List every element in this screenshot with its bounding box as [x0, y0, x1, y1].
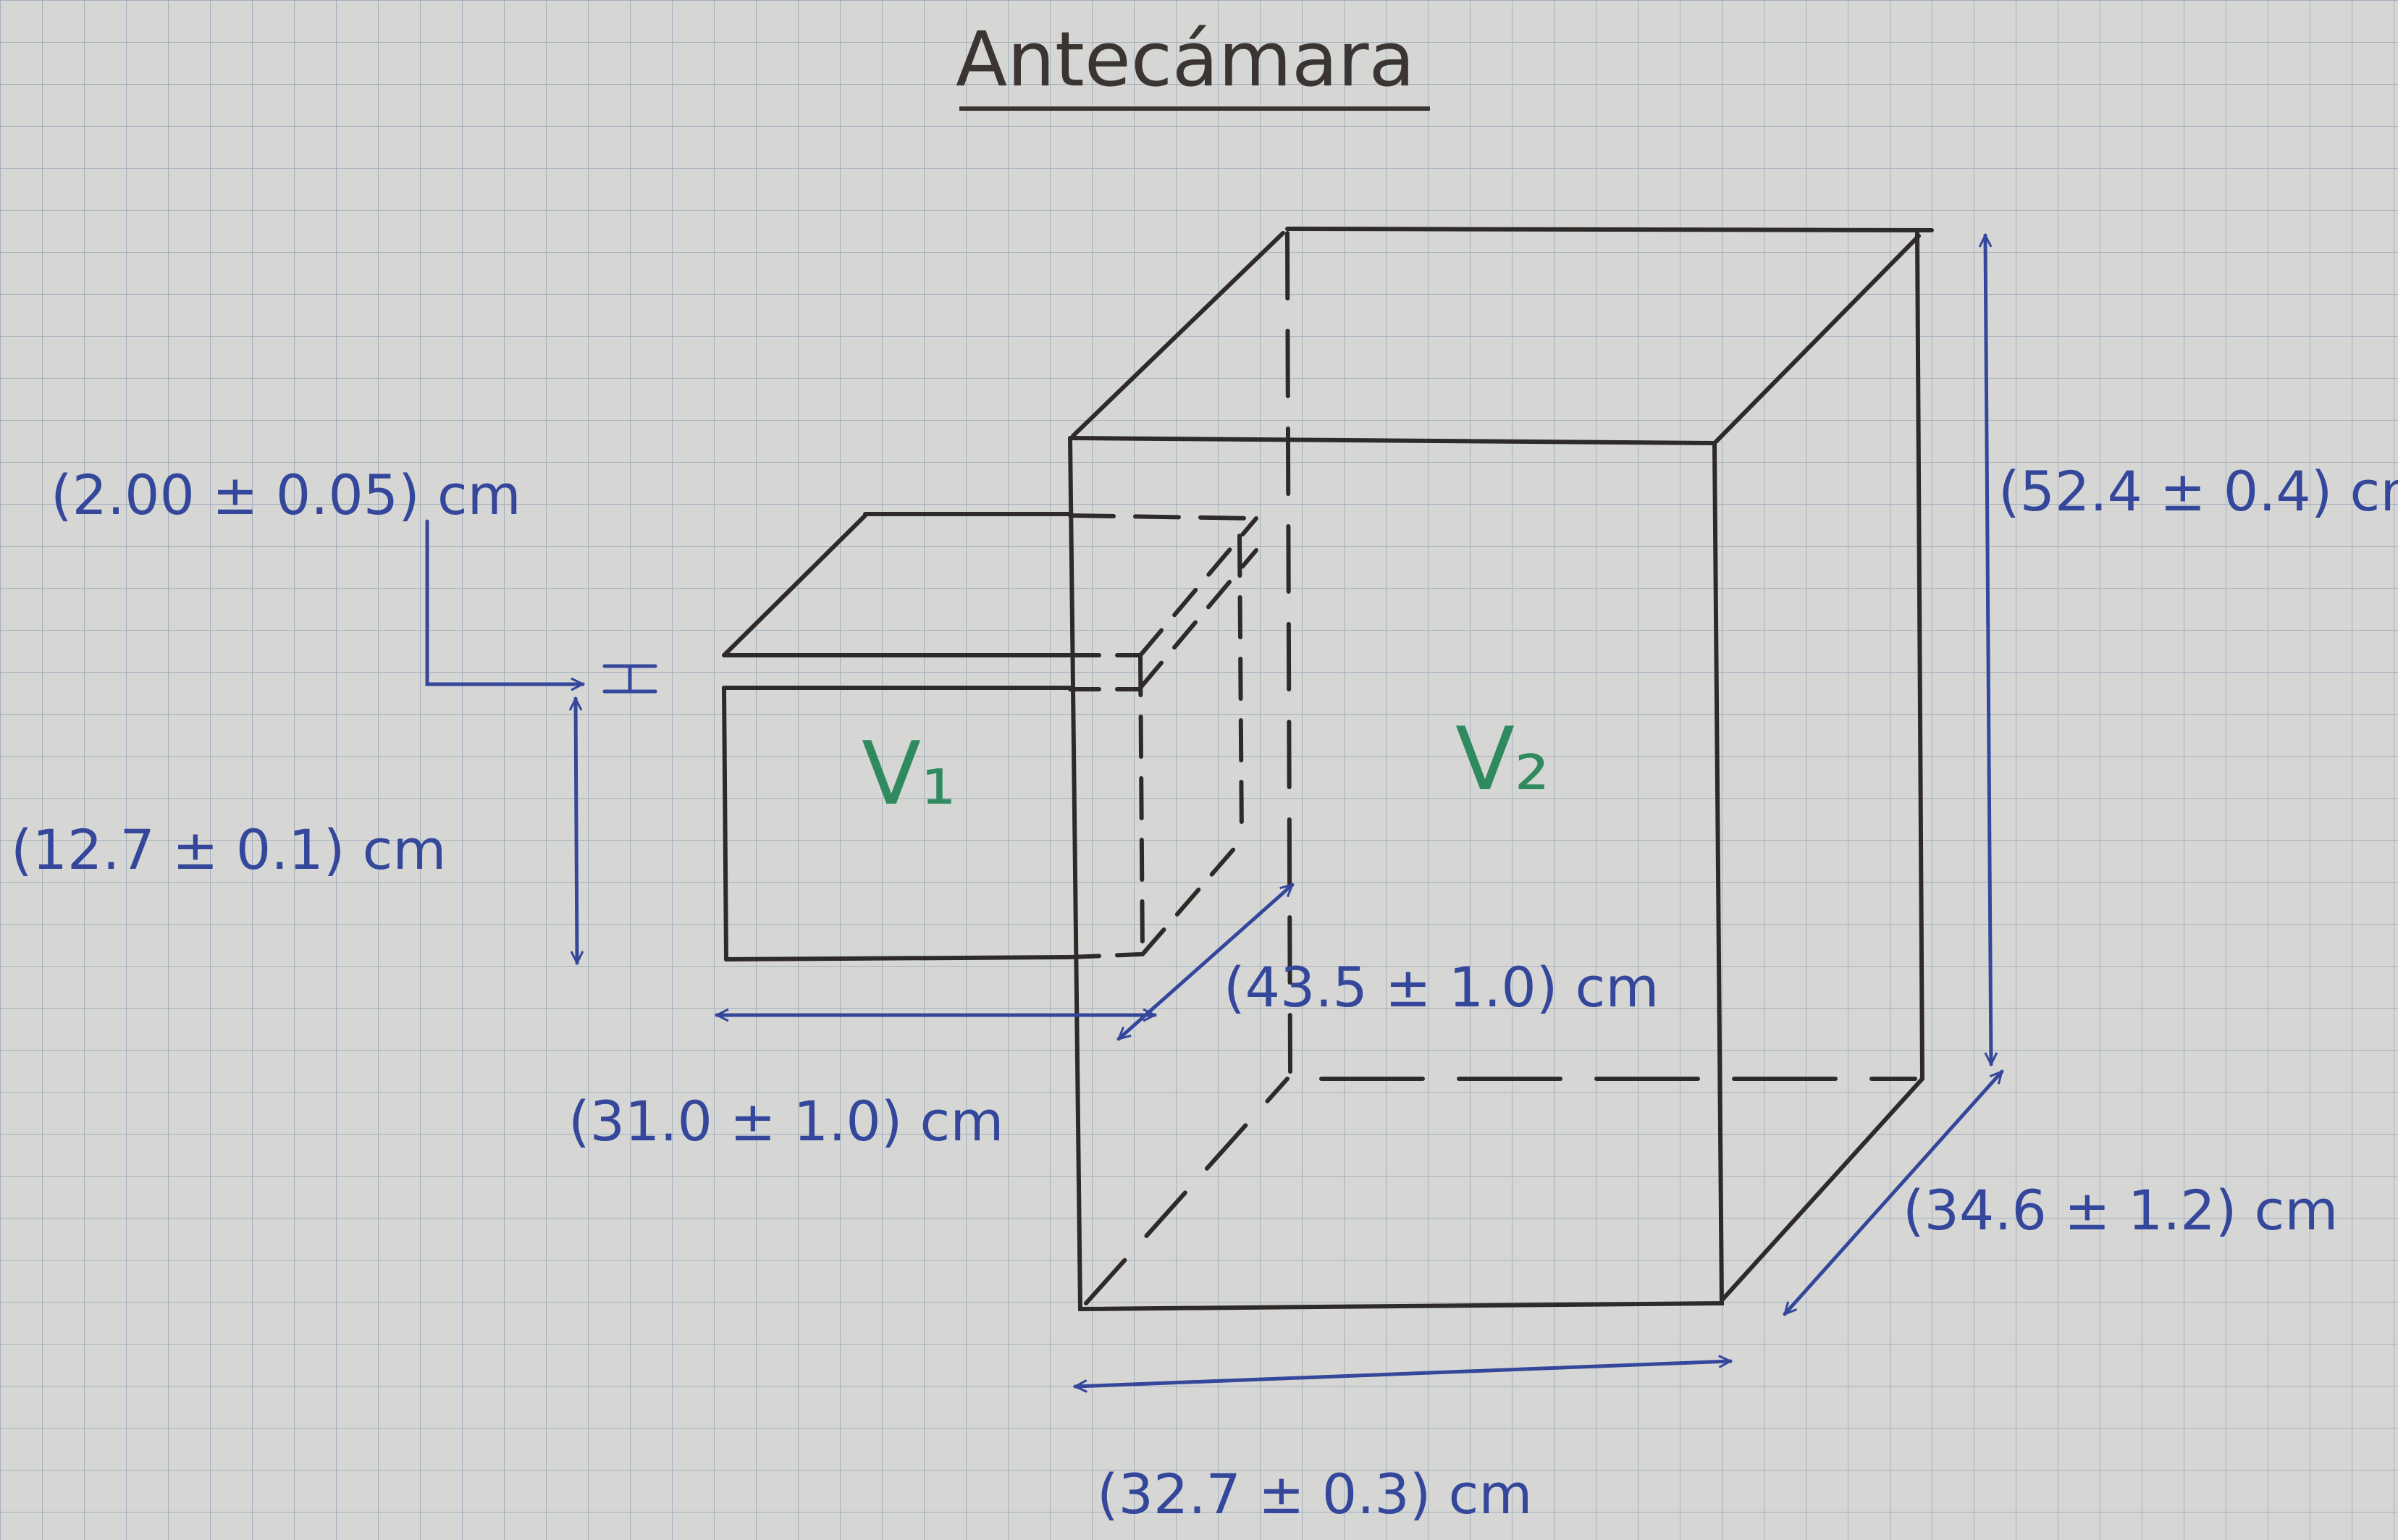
height-large-arrow: [1985, 233, 1991, 1066]
small-box-left-edge: [722, 686, 728, 962]
gap-leader-arrow: [425, 519, 585, 684]
large-box-top-left-edge: [1071, 231, 1285, 438]
volume-label-v2: V₂: [1455, 710, 1549, 810]
small-box-top-left-edge: [722, 513, 867, 657]
dimension-arrows: [425, 233, 2004, 1387]
small-box-bottom-edge: [724, 955, 1072, 962]
height-small-arrow: [576, 697, 577, 965]
large-box-hidden-diagonal-edge: [1084, 1077, 1290, 1305]
small-box-hidden-back-right-edge: [1237, 534, 1244, 842]
dimension-gap-label: (2.00 ± 0.05) cm: [51, 463, 521, 527]
small-box-top-back-hidden-edge: [1068, 513, 1258, 521]
title: Antecámara: [956, 15, 1415, 104]
small-box-hidden-top-right-edge-2: [1138, 548, 1258, 690]
dimension-depth-small-label: (43.5 ± 1.0) cm: [1224, 955, 1659, 1019]
dimension-width-small-label: (31.0 ± 1.0) cm: [568, 1089, 1004, 1153]
dimension-width-large-label: (32.7 ± 0.3) cm: [1097, 1462, 1532, 1526]
large-box-hidden-vertical-edge: [1285, 231, 1292, 1074]
small-box-hidden-top-right-edge: [1138, 516, 1258, 657]
large-box-top-right-edge: [1714, 234, 1921, 444]
volume-label-v1: V₁: [862, 724, 956, 825]
large-box-back-right-edge: [1915, 231, 1924, 1081]
depth-small-arrow: [1119, 883, 1292, 1041]
dimension-height-small-label: (12.7 ± 0.1) cm: [11, 817, 446, 882]
dimension-depth-large-label: (34.6 ± 1.2) cm: [1903, 1178, 2338, 1242]
width-large-arrow: [1073, 1361, 1733, 1387]
depth-large-arrow: [1783, 1069, 2004, 1316]
large-box-back-top-edge: [1285, 227, 1934, 232]
dimension-height-large-label: (52.4 ± 0.4) cm: [1998, 459, 2398, 523]
